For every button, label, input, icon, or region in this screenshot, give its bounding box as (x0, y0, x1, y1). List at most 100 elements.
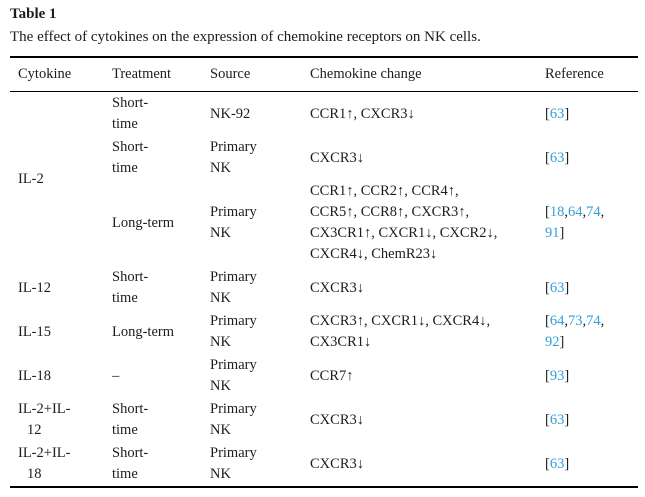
reference-punctuation: [ (545, 313, 550, 329)
column-header-reference: Reference (545, 57, 638, 92)
table-figure: Table 1 The effect of cytokines on the e… (10, 5, 638, 488)
table-row: IL-15 Long-term Primary NK CXCR3↑, CXCR1↓, … (10, 310, 638, 354)
reference-link[interactable]: 64 (567, 204, 583, 220)
reference-cell: [18,64,74,91] (545, 180, 638, 266)
reference-link[interactable]: 74 (586, 204, 601, 220)
reference-link[interactable]: 74 (586, 313, 601, 329)
reference-punctuation: ] (564, 455, 570, 472)
reference-cell: [63] (545, 266, 638, 310)
table-label: Table 1 (10, 6, 57, 22)
reference-punctuation: , (582, 204, 587, 220)
table-row: IL-2+IL- 18 Short- time Primary NK CXCR3↓ [63… (10, 442, 638, 487)
source-cell: Primary NK (210, 204, 257, 241)
cytokine-cell: IL-2+IL- 18 (10, 442, 112, 487)
reference-link[interactable]: 64 (549, 313, 565, 329)
cytokine-cell: IL-2 (10, 92, 112, 267)
reference-punctuation: [ (545, 279, 550, 296)
reference-punctuation: [ (545, 411, 550, 428)
reference-punctuation: ] (564, 149, 570, 166)
table-row: IL-12 Short- time Primary NK CXCR3↓ [63] (10, 266, 638, 310)
treatment-cell: Short- time (112, 401, 149, 438)
chemokine-cell: CXCR3↓ (310, 279, 364, 296)
source-cell: Primary NK (210, 313, 257, 350)
reference-punctuation: ] (564, 367, 570, 384)
treatment-cell: Short- time (112, 269, 149, 306)
source-cell: Primary NK (210, 401, 257, 438)
reference-cell: [63] (545, 398, 638, 442)
reference-link[interactable]: 63 (549, 411, 565, 428)
reference-punctuation: ] (564, 411, 570, 428)
treatment-cell: Short- time (112, 445, 149, 482)
cytokine-label: IL-2+IL- (18, 445, 71, 461)
chemokine-cell: CXCR3↓ (310, 149, 364, 166)
treatment-cell: – (112, 367, 120, 384)
table-row: IL-2+IL- 12 Short- time Primary NK CXCR3↓ [63… (10, 398, 638, 442)
table-row: IL-2 Short- time NK-92 CCR1↑, CXCR3↓ [63] (10, 92, 638, 187)
column-header-treatment: Treatment (112, 57, 210, 92)
reference-punctuation: [ (545, 204, 550, 220)
cytokine-label: IL-18 (18, 367, 52, 384)
reference-cell: [64,73,74,92] (545, 310, 638, 354)
reference-link[interactable]: 63 (549, 455, 565, 472)
reference-link[interactable]: 18 (549, 204, 565, 220)
chemokine-cell: CXCR3↓ (310, 411, 364, 428)
cytokine-cell: IL-18 (10, 354, 112, 398)
reference-link[interactable]: 91 (545, 225, 560, 241)
cytokine-cell: IL-12 (10, 266, 112, 310)
reference-link[interactable]: 63 (549, 149, 565, 166)
treatment-cell: Long-term (112, 323, 175, 340)
reference-link[interactable]: 63 (549, 105, 565, 122)
treatment-cell: Short- time (112, 139, 149, 176)
column-header-cytokine: Cytokine (10, 57, 112, 92)
reference-punctuation: [ (545, 149, 550, 166)
cytokine-cell: IL-15 (10, 310, 112, 354)
reference-punctuation: , (600, 313, 605, 329)
chemokine-cell: CCR7↑ (310, 367, 354, 384)
reference-punctuation: [ (545, 105, 550, 122)
cytokine-label: IL-2+IL- (18, 401, 71, 417)
table-caption: The effect of cytokines on the expressio… (10, 29, 481, 45)
reference-link[interactable]: 92 (545, 334, 560, 350)
source-cell: Primary NK (210, 139, 257, 176)
cytokine-label: 18 (27, 466, 42, 482)
cytokine-cell: IL-2+IL- 12 (10, 398, 112, 442)
treatment-cell: Short- time (112, 95, 149, 132)
reference-punctuation: [ (545, 455, 550, 472)
reference-punctuation: ] (559, 225, 565, 241)
reference-cell: [93] (545, 354, 638, 398)
reference-punctuation: , (564, 313, 568, 329)
column-header-chemokine-change: Chemokine change (310, 57, 545, 92)
reference-punctuation: ] (559, 334, 565, 350)
chemokine-cell: CCR1↑, CCR2↑, CCR4↑, CCR5↑, CCR8↑, CXCR3… (310, 183, 498, 262)
reference-punctuation: , (600, 204, 605, 220)
table-row: Short- time Primary NK CXCR3↓ [63] (10, 136, 638, 180)
reference-link[interactable]: 63 (549, 279, 565, 296)
chemokine-cell: CXCR3↑, CXCR1↓, CXCR4↓, CX3CR1↓ (310, 313, 491, 350)
reference-punctuation: [ (545, 367, 550, 384)
cytokine-label: IL-2 (18, 170, 44, 187)
reference-link[interactable]: 73 (567, 313, 583, 329)
table-row: Long-term Primary NK CCR1↑, CCR2↑, CCR4↑, … (10, 180, 638, 266)
column-header-source: Source (210, 57, 310, 92)
reference-punctuation: , (564, 204, 568, 220)
reference-cell: [63] (545, 442, 638, 487)
treatment-cell: Long-term (112, 214, 175, 231)
cytokine-label: 12 (27, 422, 42, 438)
chemokine-cell: CXCR3↓ (310, 455, 364, 472)
chemokine-cell: CCR1↑, CXCR3↓ (310, 105, 415, 122)
source-cell: Primary NK (210, 357, 257, 394)
reference-punctuation: , (582, 313, 587, 329)
source-cell: NK-92 (210, 105, 251, 122)
table-row: IL-18 – Primary NK CCR7↑ [93] (10, 354, 638, 398)
reference-punctuation: ] (564, 105, 570, 122)
source-cell: Primary NK (210, 269, 257, 306)
cytokine-label: IL-15 (18, 323, 52, 340)
cytokine-label: IL-12 (18, 279, 52, 296)
source-cell: Primary NK (210, 445, 257, 482)
reference-cell: [63] (545, 136, 638, 180)
reference-link[interactable]: 93 (549, 367, 565, 384)
reference-cell: [63] (545, 92, 638, 137)
